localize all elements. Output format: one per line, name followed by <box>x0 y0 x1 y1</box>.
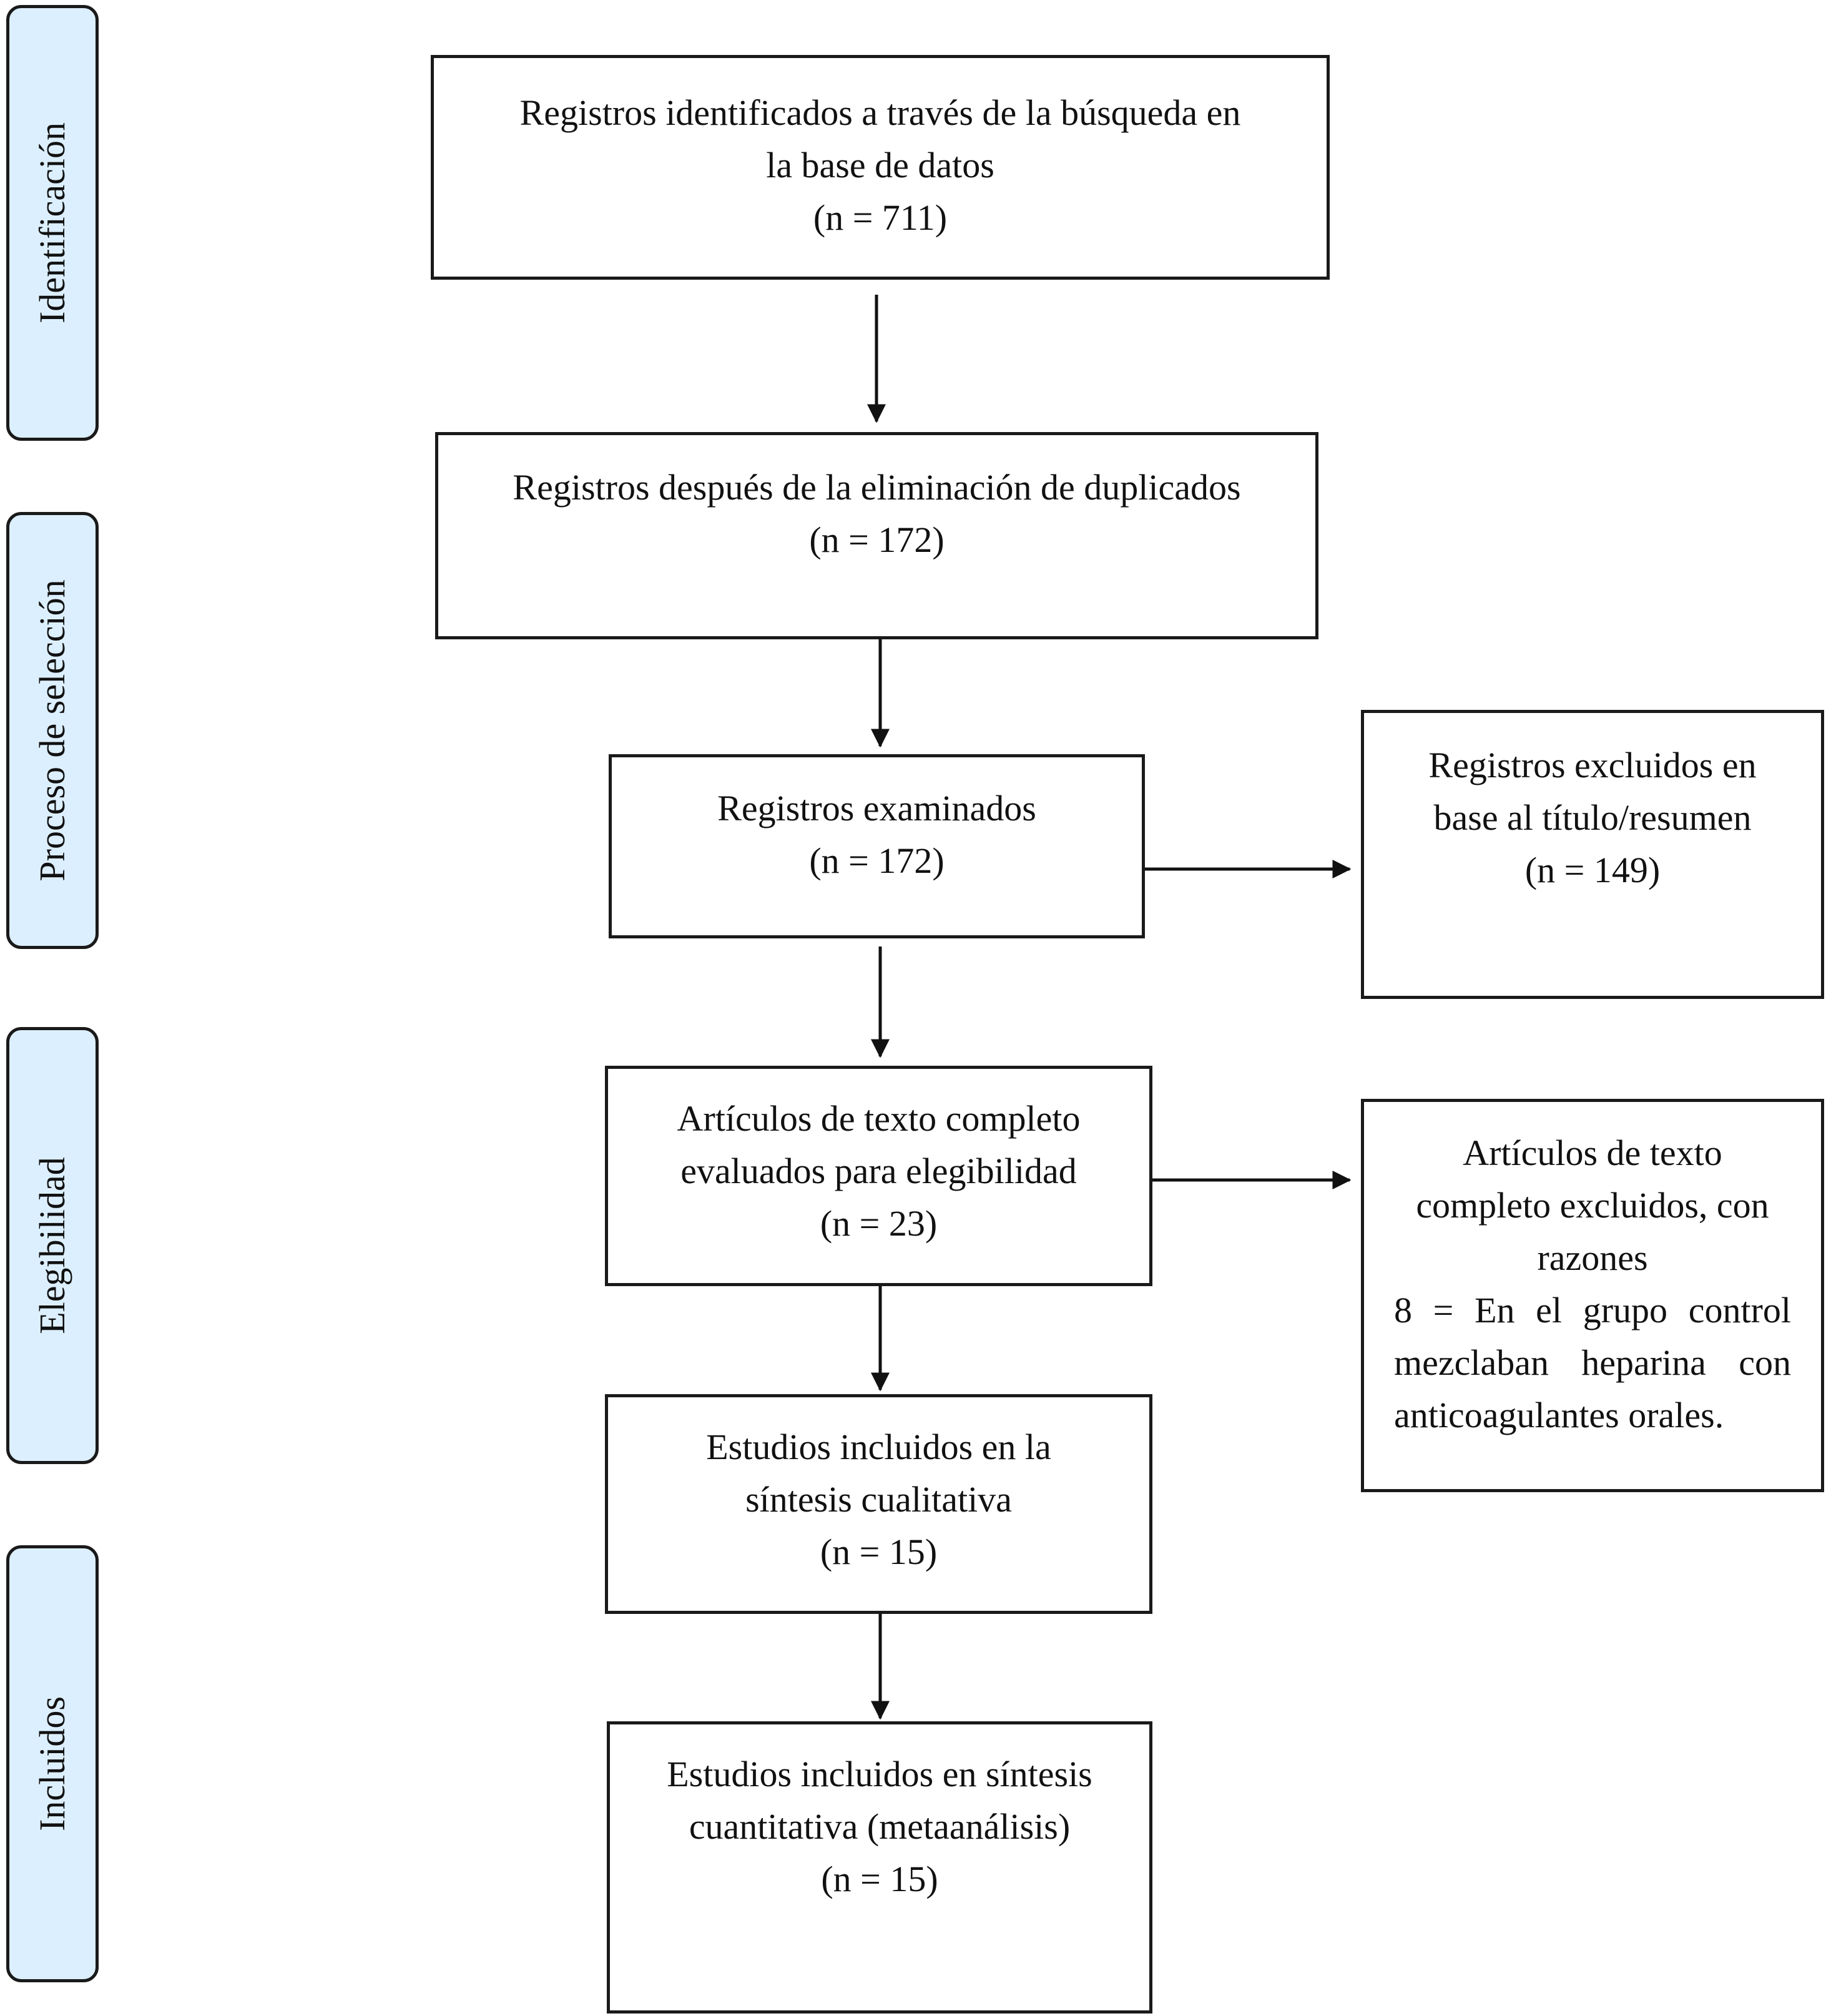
box-count: (n = 172) <box>809 840 945 881</box>
box-fulltext-assessed: Artículos de texto completo evaluados pa… <box>605 1066 1152 1286</box>
box-line: Artículos de texto <box>1463 1133 1722 1173</box>
box-line: Estudios incluidos en la <box>706 1427 1051 1467</box>
box-line: Registros excluidos en <box>1428 745 1757 785</box>
box-line: base al título/resumen <box>1433 797 1752 838</box>
box-line: Estudios incluidos en síntesis <box>667 1754 1092 1794</box>
box-line: la base de datos <box>766 145 994 185</box>
box-qualitative-synthesis: Estudios incluidos en la síntesis cualit… <box>605 1394 1152 1614</box>
box-line: Artículos de texto completo <box>677 1098 1081 1139</box>
box-line: síntesis cualitativa <box>745 1479 1012 1520</box>
box-count: (n = 172) <box>809 519 945 560</box>
phase-proceso-seleccion: Proceso de selección <box>6 512 99 949</box>
box-excluded-title-abstract: Registros excluidos en base al título/re… <box>1361 710 1824 999</box>
box-line: razones <box>1537 1237 1648 1278</box>
box-count: (n = 711) <box>813 197 948 238</box>
box-reason-line: anticoagulantes orales. <box>1394 1395 1724 1435</box>
box-count: (n = 15) <box>820 1532 938 1572</box>
box-reason-line: 8 = En el grupo control <box>1394 1290 1791 1330</box>
box-fulltext-excluded: Artículos de texto completo excluidos, c… <box>1361 1099 1824 1492</box>
box-line: completo excluidos, con <box>1416 1185 1769 1226</box>
box-reason-line: mezclaban heparina con <box>1394 1342 1791 1383</box>
box-line: cuantitativa (metaanálisis) <box>689 1806 1071 1847</box>
box-quantitative-synthesis: Estudios incluidos en síntesis cuantitat… <box>607 1721 1152 2014</box>
box-count: (n = 23) <box>820 1203 938 1244</box>
box-after-duplicates: Registros después de la eliminación de d… <box>435 432 1318 639</box>
box-count: (n = 15) <box>821 1859 938 1899</box>
box-line: evaluados para elegibilidad <box>680 1151 1077 1191</box>
phase-incluidos: Incluidos <box>6 1545 99 1982</box>
box-count: (n = 149) <box>1524 850 1661 890</box>
box-line: Registros examinados <box>717 788 1036 829</box>
box-line: Registros identificados a través de la b… <box>519 92 1241 133</box>
box-records-identified: Registros identificados a través de la b… <box>431 55 1330 280</box>
phase-elegibilidad: Elegibilidad <box>6 1027 99 1464</box>
box-records-screened: Registros examinados (n = 172) <box>609 754 1145 938</box>
box-line: Registros después de la eliminación de d… <box>513 467 1241 508</box>
phase-identificacion: Identificación <box>6 5 99 441</box>
